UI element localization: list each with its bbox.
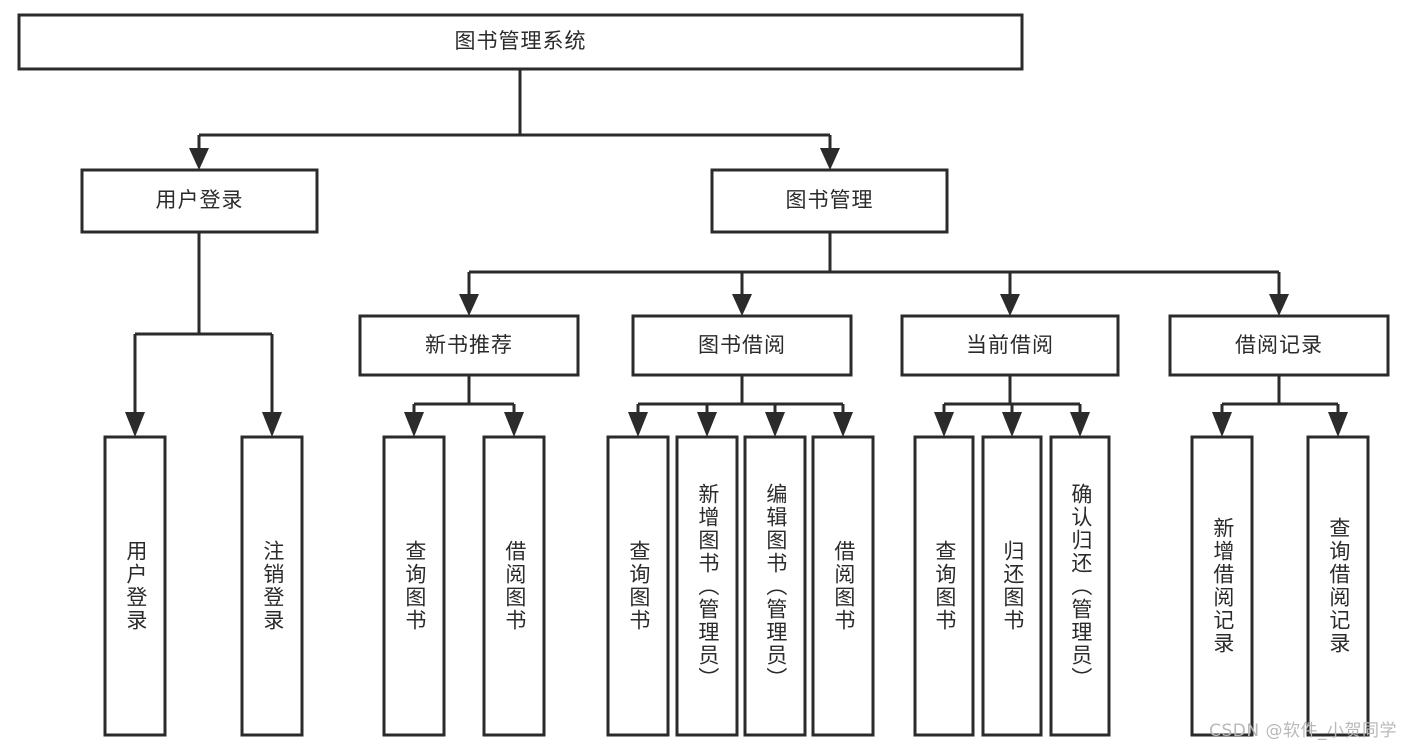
label-leaf-user-logout: 注销登录 [260, 540, 285, 632]
label-leaf-query-book-1: 查询图书 [402, 540, 427, 632]
node-box-leaf-user-login[interactable] [103, 435, 167, 737]
arrowhead-leaf-user-logout [262, 412, 282, 437]
node-box-leaf-edit-book[interactable] [743, 435, 807, 737]
label-leaf-user-login: 用户登录 [123, 540, 148, 632]
label-leaf-confirm-return: 确认归还（管理员） [1068, 482, 1093, 690]
label-leaf-return-book: 归还图书 [1000, 540, 1025, 632]
arrowhead-book-management [820, 148, 840, 170]
node-box-leaf-user-logout[interactable] [240, 435, 304, 737]
label-leaf-query-record: 查询借阅记录 [1326, 517, 1351, 655]
node-box-leaf-query-record[interactable] [1306, 435, 1370, 737]
label-book-management: 图书管理 [785, 188, 874, 213]
label-new-book-recommend: 新书推荐 [425, 332, 513, 357]
node-box-leaf-add-record[interactable] [1190, 435, 1254, 737]
node-box-root[interactable] [17, 13, 1024, 71]
node-box-leaf-return-book[interactable] [981, 435, 1043, 737]
arrowhead-leaf-return-book [1002, 412, 1022, 437]
node-box-user-login[interactable] [80, 168, 319, 234]
label-leaf-query-book-3: 查询图书 [932, 540, 957, 632]
arrowhead-leaf-borrow-book-1 [504, 412, 524, 437]
label-leaf-query-book-2: 查询图书 [626, 540, 651, 632]
arrowhead-leaf-confirm-return [1070, 412, 1090, 437]
arrowhead-leaf-query-book-1 [404, 412, 424, 437]
nodes-layer [17, 13, 1390, 737]
node-box-new-book-recommend[interactable] [358, 314, 580, 377]
node-box-borrow-record[interactable] [1168, 314, 1390, 377]
node-box-leaf-confirm-return[interactable] [1049, 435, 1111, 737]
label-book-borrow: 图书借阅 [698, 332, 786, 357]
node-box-current-borrow[interactable] [900, 314, 1120, 377]
arrowhead-book-borrow [732, 294, 752, 316]
node-box-book-management[interactable] [710, 168, 949, 234]
label-leaf-edit-book: 编辑图书（管理员） [763, 482, 788, 690]
node-box-leaf-add-book[interactable] [675, 435, 739, 737]
node-box-leaf-query-book-2[interactable] [606, 435, 670, 737]
node-box-leaf-borrow-book-2[interactable] [811, 435, 875, 737]
label-leaf-borrow-book-2: 借阅图书 [831, 540, 856, 632]
arrowhead-leaf-borrow-book-2 [833, 412, 853, 437]
arrowhead-current-borrow [1000, 294, 1020, 316]
label-user-login: 用户登录 [155, 188, 244, 213]
arrowhead-leaf-add-record [1212, 412, 1232, 437]
label-borrow-record: 借阅记录 [1235, 332, 1323, 357]
arrowhead-leaf-user-login [125, 412, 145, 437]
node-box-leaf-borrow-book-1[interactable] [482, 435, 546, 737]
arrowhead-user-login [189, 148, 209, 170]
node-box-leaf-query-book-3[interactable] [913, 435, 975, 737]
label-current-borrow: 当前借阅 [966, 332, 1054, 357]
watermark-text: CSDN @软件_小贺同学 [1209, 721, 1397, 741]
arrowhead-new-book-recommend [459, 294, 479, 316]
label-leaf-add-record: 新增借阅记录 [1210, 517, 1235, 655]
label-root: 图书管理系统 [454, 29, 587, 54]
label-leaf-add-book: 新增图书（管理员） [695, 482, 720, 690]
node-box-leaf-query-book-1[interactable] [382, 435, 446, 737]
label-leaf-borrow-book-1: 借阅图书 [502, 540, 527, 632]
arrowhead-leaf-query-record [1328, 412, 1348, 437]
arrowhead-borrow-record [1269, 294, 1289, 316]
connectors-layer [125, 69, 1348, 437]
arrowhead-leaf-query-book-3 [934, 412, 954, 437]
arrowhead-leaf-query-book-2 [628, 412, 648, 437]
node-box-book-borrow[interactable] [631, 314, 853, 377]
arrowhead-leaf-add-book [697, 412, 717, 437]
arrowhead-leaf-edit-book [765, 412, 785, 437]
